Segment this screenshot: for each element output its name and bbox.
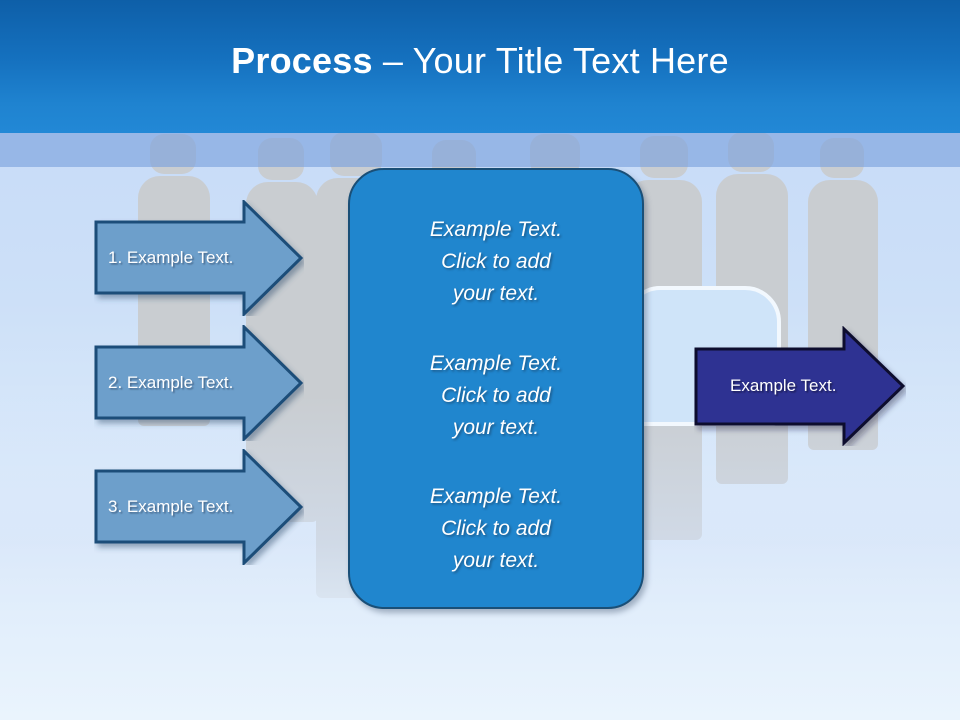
step-arrow-2[interactable]: 2. Example Text. (94, 325, 304, 441)
center-text-block-2-line-2: Click to add (441, 383, 551, 407)
step-arrow-3[interactable]: 3. Example Text. (94, 449, 304, 565)
center-text-block-3-line-2: Click to add (441, 517, 551, 541)
header-underband (0, 133, 960, 167)
center-text-block-2-line-1: Example Text. (429, 351, 563, 375)
center-text-block-3: Example Text. Click to add your text. (381, 481, 611, 577)
page-title-rest: – Your Title Text Here (372, 39, 729, 81)
output-arrow[interactable]: Example Text. (694, 326, 906, 446)
center-text-block-3-line-1: Example Text. (429, 485, 563, 509)
step-arrow-2-shape (94, 325, 304, 441)
step-arrow-3-shape (94, 449, 304, 565)
center-text-block-1: Example Text. Click to add your text. (381, 214, 611, 310)
center-process-box[interactable]: Example Text. Click to add your text. Ex… (348, 168, 644, 609)
output-arrow-shape (694, 326, 906, 446)
header-bar: Process – Your Title Text Here (0, 0, 960, 133)
center-text-block-3-line-3: your text. (452, 549, 540, 573)
step-arrow-1-shape (94, 200, 304, 316)
page-title: Process – Your Title Text Here (231, 40, 729, 82)
center-text-block-1-line-1: Example Text. (429, 218, 563, 241)
page-title-bold: Process (231, 39, 373, 81)
center-text-block-1-line-2: Click to add (441, 249, 551, 273)
center-text-block-1-line-3: your text. (452, 281, 540, 305)
center-text-block-2: Example Text. Click to add your text. (381, 348, 611, 444)
center-text-block-2-line-3: your text. (452, 415, 540, 439)
step-arrow-1[interactable]: 1. Example Text. (94, 200, 304, 316)
